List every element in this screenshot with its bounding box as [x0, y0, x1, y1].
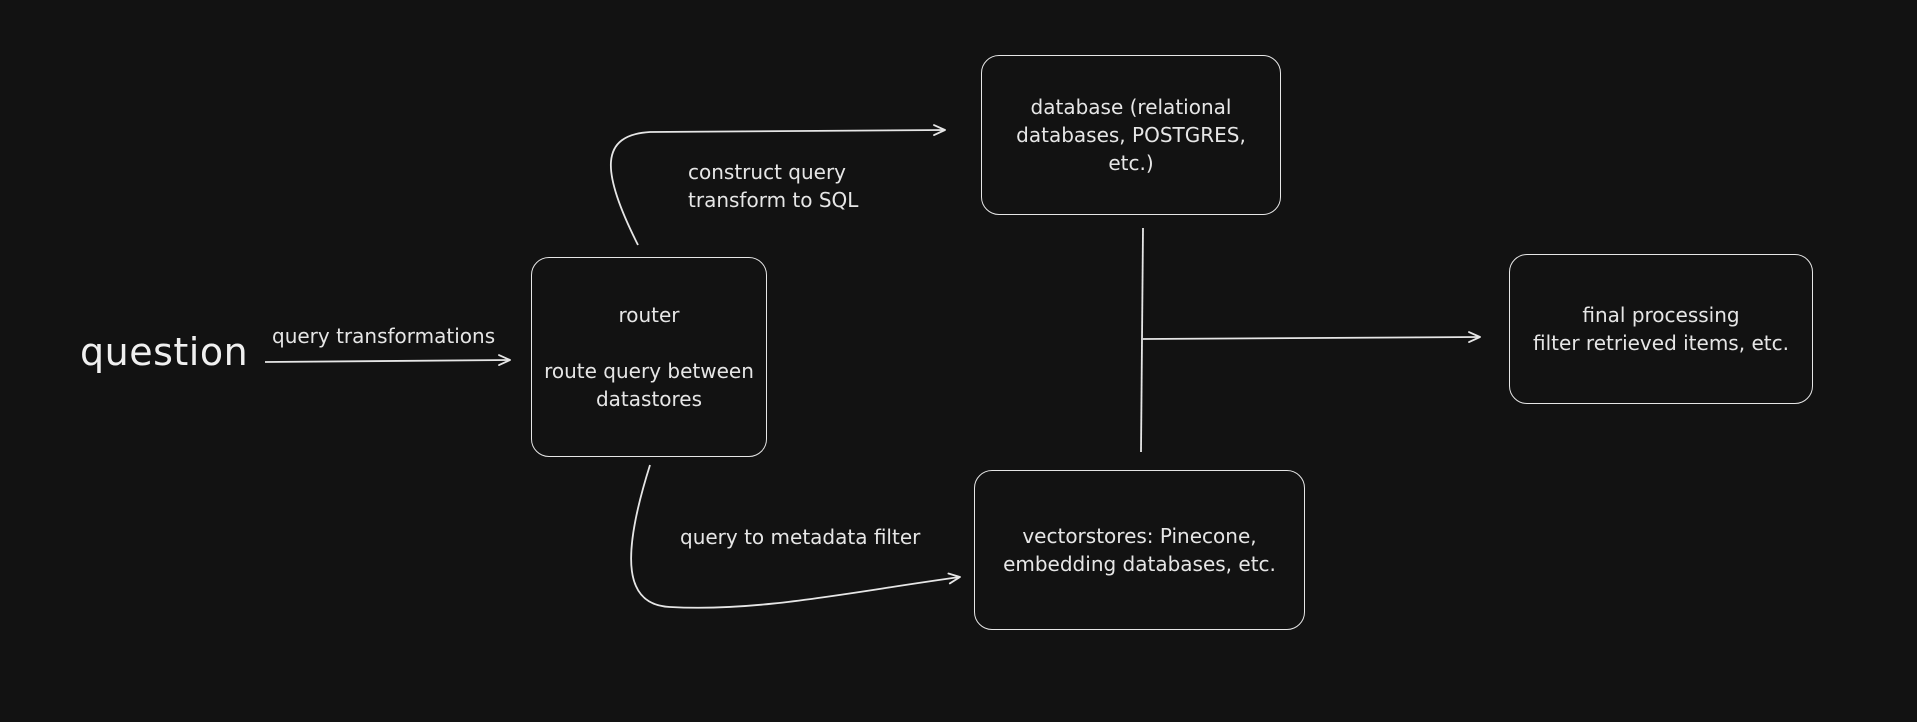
final-processing-node[interactable]: final processing filter retrieved items,… — [1509, 254, 1813, 404]
database-node[interactable]: database (relational databases, POSTGRES… — [981, 55, 1281, 215]
router-node[interactable]: router route query between datastores — [531, 257, 767, 457]
arrow-question-to-router — [264, 354, 511, 366]
vectorstores-node[interactable]: vectorstores: Pinecone, embedding databa… — [974, 470, 1305, 630]
edge-label-metadata-filter: query to metadata filter — [680, 525, 921, 549]
edge-label-construct-query: construct query transform to SQL — [688, 160, 859, 212]
edge-label-query-transformations: query transformations — [272, 324, 496, 348]
arrow-router-to-database — [610, 124, 946, 246]
question-label: question — [80, 330, 249, 374]
arrow-router-to-vectorstores — [630, 464, 961, 609]
arrow-merge-to-final — [1142, 331, 1481, 343]
merge-line-vertical — [1140, 227, 1144, 453]
